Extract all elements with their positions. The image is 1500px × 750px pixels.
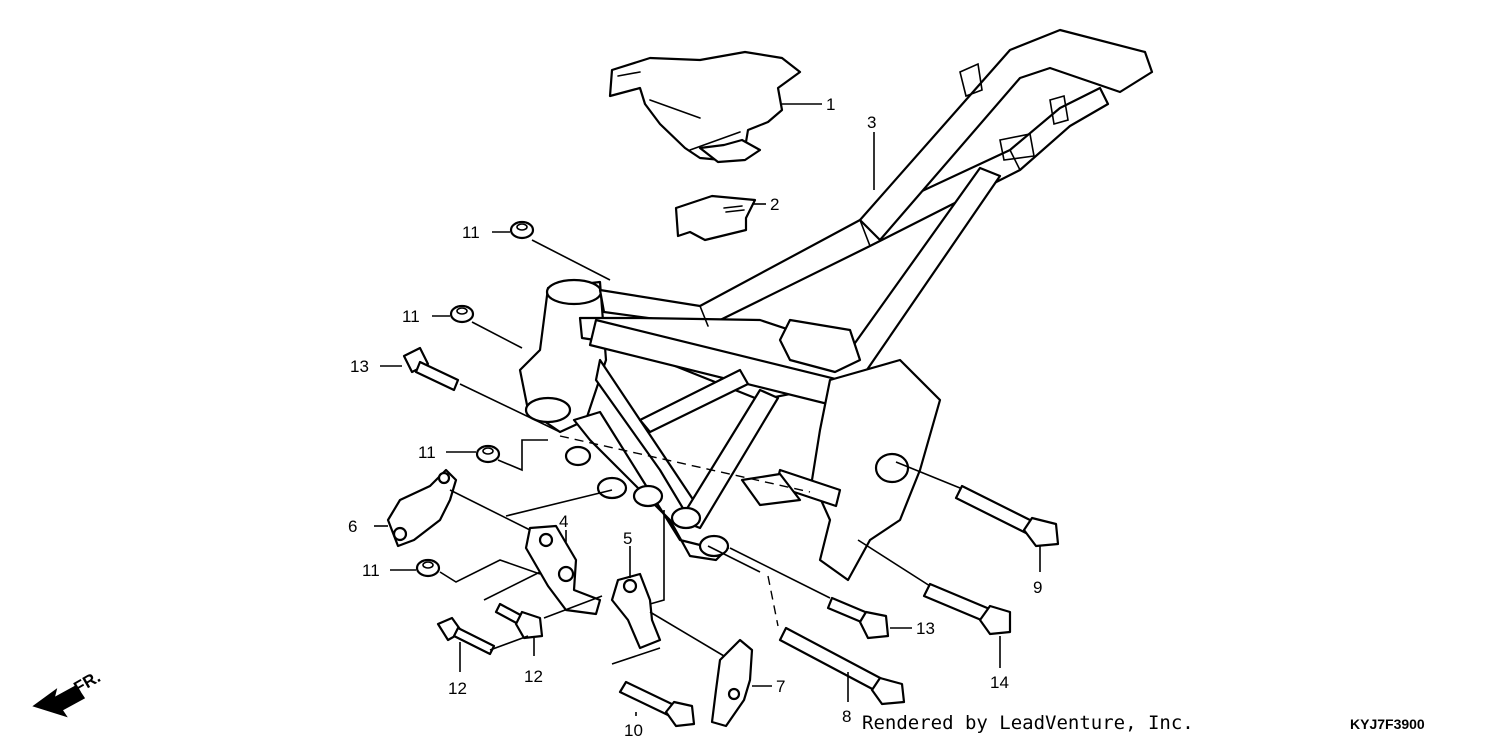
callout-7: 7 [776,677,785,696]
callout-11-c: 11 [418,443,436,462]
callout-4: 4 [559,512,568,531]
callout-11-a: 11 [462,223,480,242]
diagram-code: KYJ7F3900 [1350,716,1425,732]
bolt-8 [778,626,906,706]
part-4-hanger-bracket [524,524,602,616]
callout-8: 8 [842,707,851,726]
part-5-hanger-plate [610,572,662,650]
callout-2: 2 [770,195,779,214]
callout-13-a: 13 [350,357,369,376]
credit-text: Rendered by LeadVenture, Inc. [862,712,1194,734]
bolt-9 [954,484,1060,548]
nut-11-c [475,444,501,464]
part-6-bracket [386,468,458,548]
callout-5: 5 [623,529,632,548]
front-direction-arrow-icon: FR. [32,667,104,718]
nut-11-b [449,304,475,324]
callouts: 1 2 3 4 5 6 7 8 9 10 11 11 11 11 12 12 1… [348,95,1042,740]
callout-11-d: 11 [362,561,380,580]
nut-11-a [509,220,535,240]
part-3-frame [518,28,1154,582]
callout-12-b: 12 [524,667,543,686]
bolt-10 [618,680,696,728]
leader-lines [374,103,1041,716]
callout-6: 6 [348,517,357,536]
callout-13-b: 13 [916,619,935,638]
part-2-plate [674,194,757,242]
nut-11-d [415,558,441,578]
bolt-13-upper [402,346,460,392]
bolt-12-right [494,602,544,640]
callout-3: 3 [867,113,876,132]
part-1-cover [608,50,802,164]
part-7-bracket [710,638,754,728]
callout-1: 1 [826,95,835,114]
callout-11-b: 11 [402,307,420,326]
callout-10: 10 [624,721,643,740]
assembly-lines [439,239,961,665]
bolt-12-left [436,616,496,656]
callout-12-a: 12 [448,679,467,698]
callout-9: 9 [1033,578,1042,597]
bolt-13-lower [826,596,890,640]
bolt-14 [922,582,1012,636]
callout-14: 14 [990,673,1009,692]
